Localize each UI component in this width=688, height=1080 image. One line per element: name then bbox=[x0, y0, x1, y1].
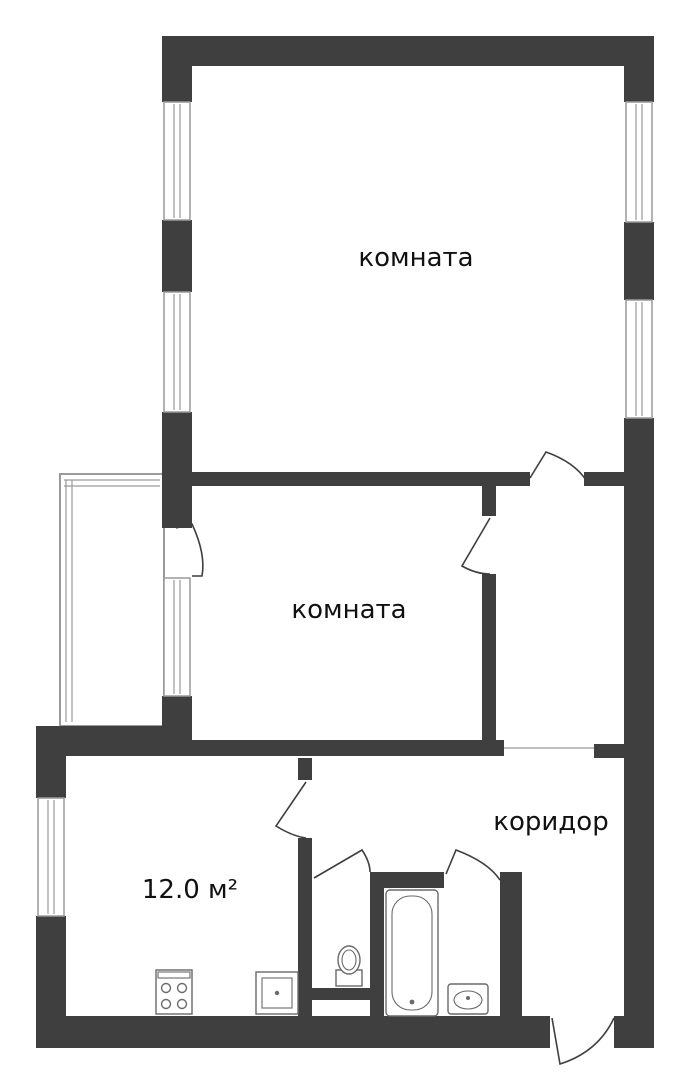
sink-icon bbox=[255, 971, 299, 1015]
balcony bbox=[59, 473, 165, 727]
windows bbox=[37, 101, 653, 917]
bathtub-icon bbox=[385, 889, 439, 1017]
room-label-large: комната bbox=[358, 243, 473, 273]
room-label-kitchen-area: 12.0 м² bbox=[142, 875, 238, 905]
room-label-middle: комната bbox=[291, 595, 406, 625]
washbasin-icon bbox=[447, 983, 489, 1015]
walls bbox=[36, 36, 654, 1048]
toilet-icon bbox=[335, 945, 363, 987]
doors bbox=[175, 451, 615, 1066]
stove-icon bbox=[155, 969, 193, 1015]
room-label-corridor: коридор bbox=[493, 807, 608, 837]
